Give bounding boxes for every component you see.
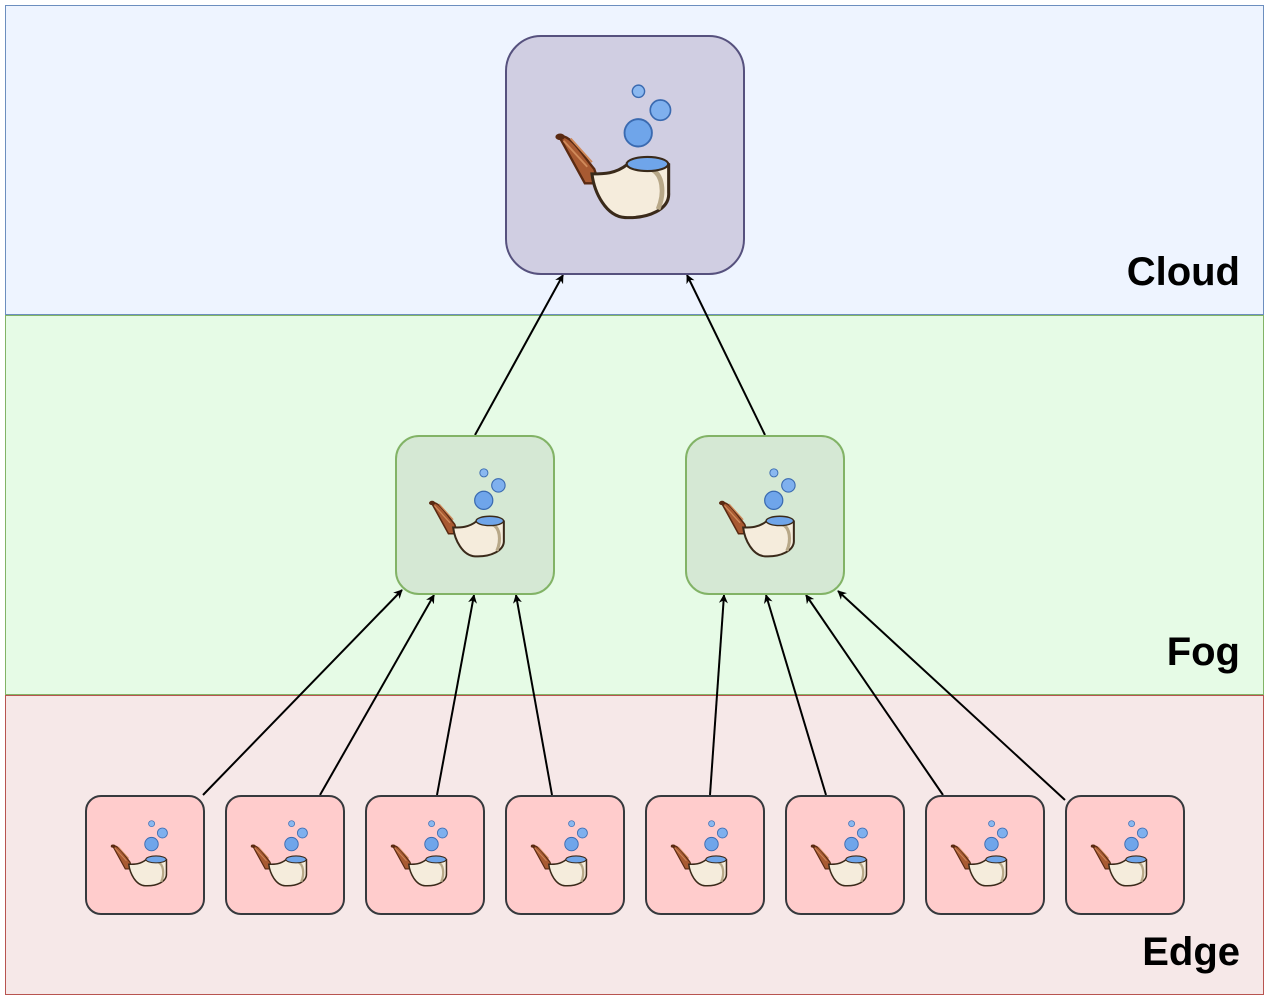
pipe-bubbles-icon <box>428 468 506 558</box>
arrow-edge-4-to-fog-1 <box>513 594 553 796</box>
pipe-bubbles-icon <box>250 820 308 887</box>
edge-node-2 <box>225 795 345 915</box>
arrow-edge-6-to-fog-2 <box>764 594 827 796</box>
edge-node-8 <box>1065 795 1185 915</box>
pipe-bubbles-icon <box>530 820 588 887</box>
arrow-edge-5-to-fog-2 <box>709 594 728 796</box>
arrow-edge-7-to-fog-2 <box>805 594 944 796</box>
edge-node-4 <box>505 795 625 915</box>
fog-layer: Fog <box>5 315 1264 695</box>
arrow-fog-2-to-cloud-1 <box>686 274 766 436</box>
cloud-node-1 <box>505 35 745 275</box>
edge-node-7 <box>925 795 1045 915</box>
fog-layer-label: Fog <box>1166 630 1240 674</box>
edge-node-1 <box>85 795 205 915</box>
pipe-bubbles-icon <box>950 820 1008 887</box>
edge-node-6 <box>785 795 905 915</box>
edge-layer: Edge <box>5 695 1264 995</box>
pipe-bubbles-icon <box>810 820 868 887</box>
pipe-bubbles-icon <box>390 820 448 887</box>
pipe-bubbles-icon <box>555 84 672 220</box>
arrow-fog-1-to-cloud-1 <box>474 274 564 436</box>
arrow-edge-3-to-fog-1 <box>436 594 477 796</box>
edge-node-5 <box>645 795 765 915</box>
edge-layer-label: Edge <box>1142 930 1240 974</box>
pipe-bubbles-icon <box>718 468 796 558</box>
pipe-bubbles-icon <box>670 820 728 887</box>
edge-node-3 <box>365 795 485 915</box>
arrow-edge-2-to-fog-1 <box>319 594 435 796</box>
pipe-bubbles-icon <box>110 820 168 887</box>
fog-node-1 <box>395 435 555 595</box>
cloud-layer-label: Cloud <box>1126 250 1240 294</box>
fog-node-2 <box>685 435 845 595</box>
arrow-edge-1-to-fog-1 <box>202 589 403 796</box>
pipe-bubbles-icon <box>1090 820 1148 887</box>
arrow-edge-8-to-fog-2 <box>837 590 1066 801</box>
